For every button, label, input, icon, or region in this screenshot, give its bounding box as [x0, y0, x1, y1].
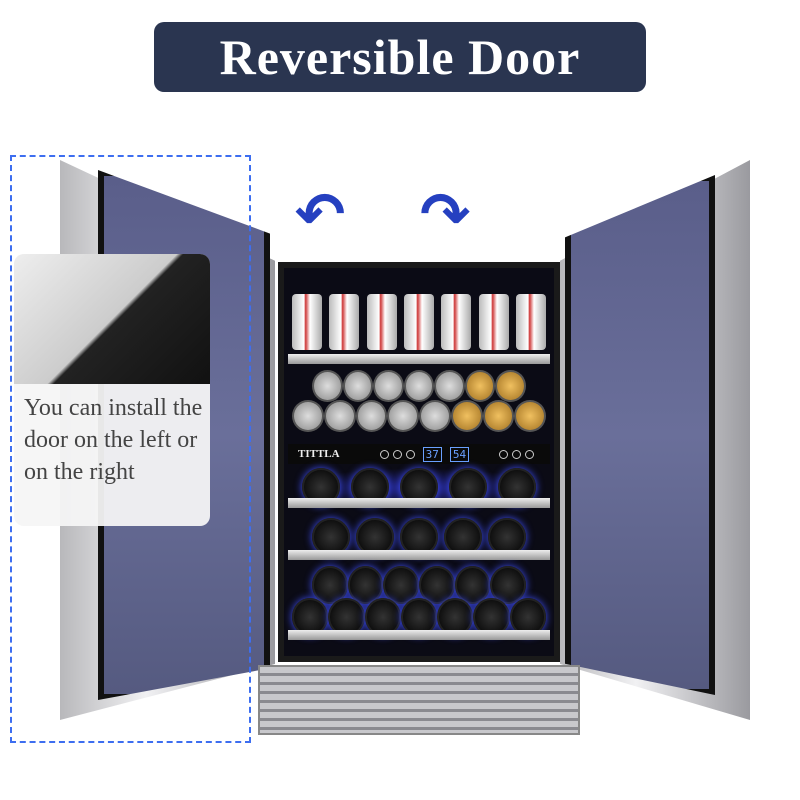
- power-button[interactable]: [379, 449, 389, 459]
- rotate-right-arrow-icon: ↷: [420, 180, 471, 250]
- bottle-row: [292, 598, 546, 636]
- shelf: [288, 354, 550, 364]
- shelf: [288, 550, 550, 560]
- brand-logo: TITTLA: [298, 448, 340, 460]
- zone-button[interactable]: [525, 449, 535, 459]
- can-row: [292, 294, 546, 350]
- light-button[interactable]: [392, 449, 402, 459]
- unit-button[interactable]: [405, 449, 415, 459]
- cooler-cabinet: TITTLA 37 54: [278, 262, 560, 662]
- temp-up-button[interactable]: [499, 449, 509, 459]
- control-panel: TITTLA 37 54: [288, 444, 550, 464]
- highlight-box: [10, 155, 251, 743]
- rotate-left-arrow-icon: ↶: [295, 180, 346, 250]
- hinge-closeup-image: [14, 254, 210, 384]
- can-row: [292, 370, 546, 402]
- can-row: [292, 400, 546, 432]
- shelf: [288, 498, 550, 508]
- temperature-display-upper: 37: [422, 446, 442, 462]
- temperature-display-lower: 54: [449, 446, 470, 462]
- shelf: [288, 630, 550, 640]
- page-title: Reversible Door: [154, 22, 646, 92]
- bottle-row: [292, 566, 546, 604]
- callout-text: You can install the door on the left or …: [24, 395, 203, 485]
- temp-down-button[interactable]: [512, 449, 522, 459]
- callout-card: You can install the door on the left or …: [14, 254, 210, 526]
- vent-grille: [258, 665, 580, 735]
- right-door-glass: [565, 175, 715, 695]
